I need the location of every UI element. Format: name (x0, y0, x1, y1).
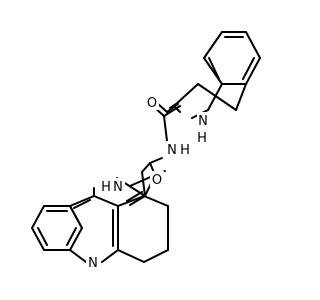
bond (126, 191, 143, 202)
stereo-hash-bond (163, 103, 181, 117)
label-mask (112, 178, 125, 194)
label-mask (197, 112, 209, 128)
nitrogen-label: N (113, 180, 123, 195)
hydrogen-label: H (180, 143, 190, 158)
bond (163, 115, 168, 142)
bond (69, 227, 83, 251)
benzene-ring-upper (203, 31, 261, 85)
bond-double-inner (66, 227, 77, 246)
bond (235, 83, 247, 111)
bond (203, 31, 223, 59)
bond (141, 171, 146, 197)
piperidine-ring (173, 83, 247, 119)
atom-amide-n1: N H (166, 141, 191, 158)
nitrogen-label: N (167, 143, 177, 158)
label-mask (196, 129, 208, 145)
label-mask (150, 171, 164, 187)
bond (143, 195, 169, 207)
molecule-structure: O N H N H O H N N (31, 31, 261, 271)
bond (69, 205, 83, 229)
hydrogen-label: H (101, 180, 111, 195)
oxygen-label: O (147, 96, 157, 111)
label-mask (166, 141, 179, 157)
atom-amide-n2: H N (100, 178, 125, 195)
atom-acridine-n: N (86, 254, 100, 271)
atom-ring-nh: N H (196, 112, 209, 146)
acridine-right-ring (117, 195, 169, 263)
nitrogen-label: N (198, 114, 208, 129)
hydrogen-label: H (197, 131, 207, 146)
atom-carbonyl-o1: O (145, 94, 159, 111)
bond (117, 249, 145, 263)
bond (31, 227, 45, 251)
atom-carbonyl-o2: O (150, 171, 164, 188)
bond (169, 103, 177, 109)
label-mask (179, 141, 191, 157)
bond (173, 83, 199, 107)
bond-double-inner (242, 57, 255, 80)
molecule-canvas: O N H N H O H N N (31, 31, 261, 271)
bond (207, 83, 223, 111)
bond (149, 157, 163, 164)
bond (31, 205, 45, 229)
acridine-central-ring (69, 195, 119, 263)
bond (101, 249, 119, 263)
bond (69, 249, 87, 263)
bond (141, 162, 151, 173)
bond (166, 103, 179, 113)
bond (93, 195, 119, 207)
carboxamide-upper (141, 102, 168, 173)
bond-double-inner (208, 57, 220, 80)
bond (203, 57, 223, 85)
nitrogen-label: N (88, 256, 98, 271)
bond (163, 105, 181, 117)
bond (117, 195, 145, 207)
label-mask (86, 254, 100, 270)
bond-double-inner (73, 199, 91, 209)
bond (245, 57, 261, 85)
oxygen-label: O (152, 173, 162, 188)
bond (69, 195, 95, 207)
bond (197, 83, 237, 111)
bond (245, 31, 261, 59)
bond (143, 249, 169, 263)
bond-double-inner (37, 227, 48, 246)
label-mask (145, 94, 159, 110)
label-mask (100, 178, 112, 194)
